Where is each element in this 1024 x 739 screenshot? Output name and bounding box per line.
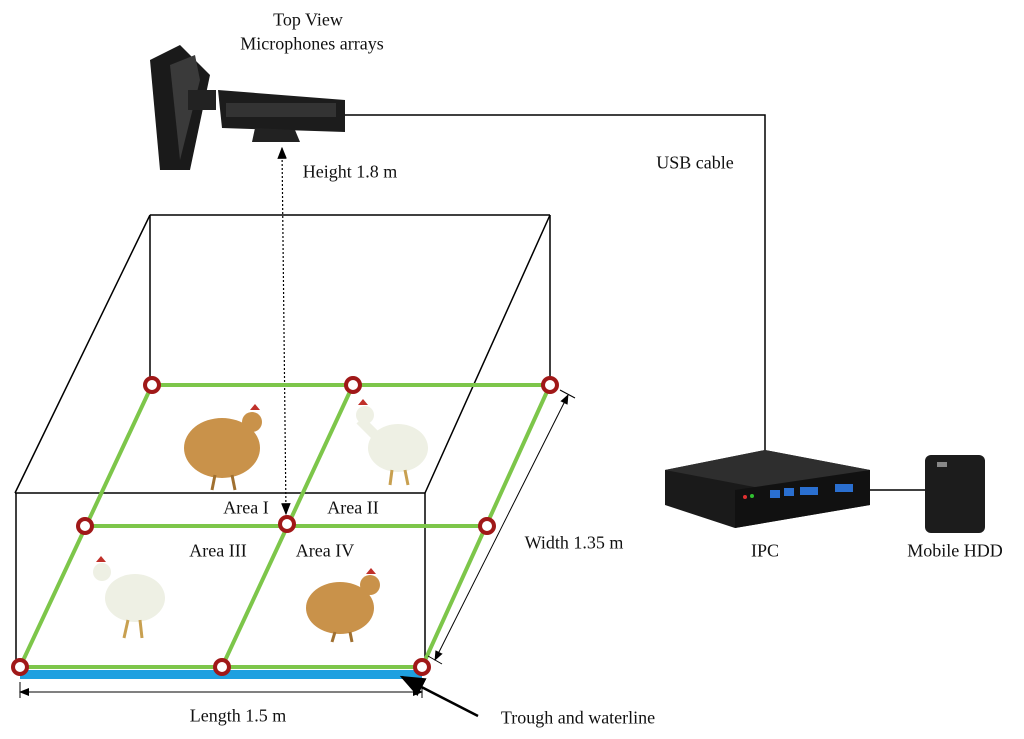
area-1-label: Area I (223, 497, 269, 518)
chicken-area4 (306, 568, 380, 643)
microphone-array-right (218, 90, 345, 142)
usb-cable-label: USB cable (656, 152, 734, 173)
height-label: Height 1.8 m (302, 161, 398, 182)
hdd-label: Mobile HDD (907, 540, 1003, 561)
chicken-area2 (356, 399, 428, 486)
trough-pointer-arrow (399, 675, 479, 718)
enclosure-box (14, 214, 551, 667)
length-label: Length 1.5 m (189, 705, 287, 726)
usb-cable-line (345, 114, 766, 458)
chicken-area1 (184, 404, 262, 491)
microphones-label: Microphones arrays (240, 33, 384, 54)
trough-label: Trough and waterline (500, 707, 656, 728)
area-3-label: Area III (189, 540, 247, 561)
microphone-array-left (150, 45, 216, 170)
ipc-device (665, 450, 870, 528)
width-label: Width 1.35 m (524, 532, 624, 553)
mobile-hdd (925, 455, 985, 533)
chicken-area3 (93, 556, 165, 639)
width-dimension (434, 394, 569, 661)
area-4-label: Area IV (295, 540, 355, 561)
top-view-label: Top View (273, 9, 343, 30)
area-2-label: Area II (327, 497, 379, 518)
ipc-label: IPC (750, 540, 780, 561)
height-dotted-arrow (277, 146, 291, 516)
